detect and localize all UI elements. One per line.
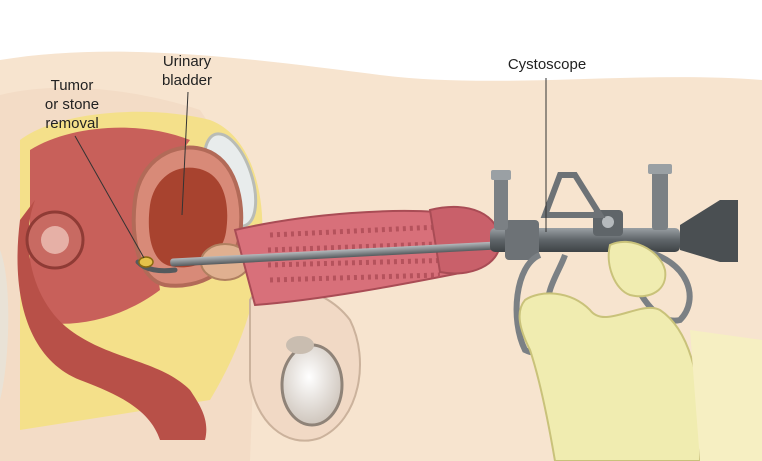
scope-port-right-cap — [648, 164, 672, 174]
spine-bone — [0, 250, 9, 400]
glove-forearm — [690, 330, 762, 461]
glove-thumb — [607, 240, 667, 298]
scope-bridge — [540, 172, 606, 218]
testis — [280, 343, 344, 427]
scope-port-left — [494, 175, 508, 230]
stone-tumor — [138, 256, 154, 268]
label-cystoscope: Cystoscope — [507, 56, 587, 73]
glans — [428, 205, 502, 275]
label-urinary-bladder: Urinary bladder — [161, 53, 213, 89]
scope-port-right — [652, 170, 668, 230]
bowel-loop-inner — [41, 226, 69, 254]
scope-valve-knob — [602, 216, 614, 228]
scope-eyepiece — [680, 200, 738, 262]
label-tumor-or-stone-removal: Tumor or stone removal — [44, 77, 100, 132]
rectum — [17, 200, 207, 440]
epididymis — [286, 336, 314, 354]
leader-tumor — [74, 135, 145, 259]
leader-bladder — [181, 91, 189, 216]
bladder-interior — [148, 167, 228, 268]
scope-collar — [505, 220, 539, 260]
scope-shaft — [170, 241, 500, 267]
scope-port-left-cap — [491, 170, 511, 180]
